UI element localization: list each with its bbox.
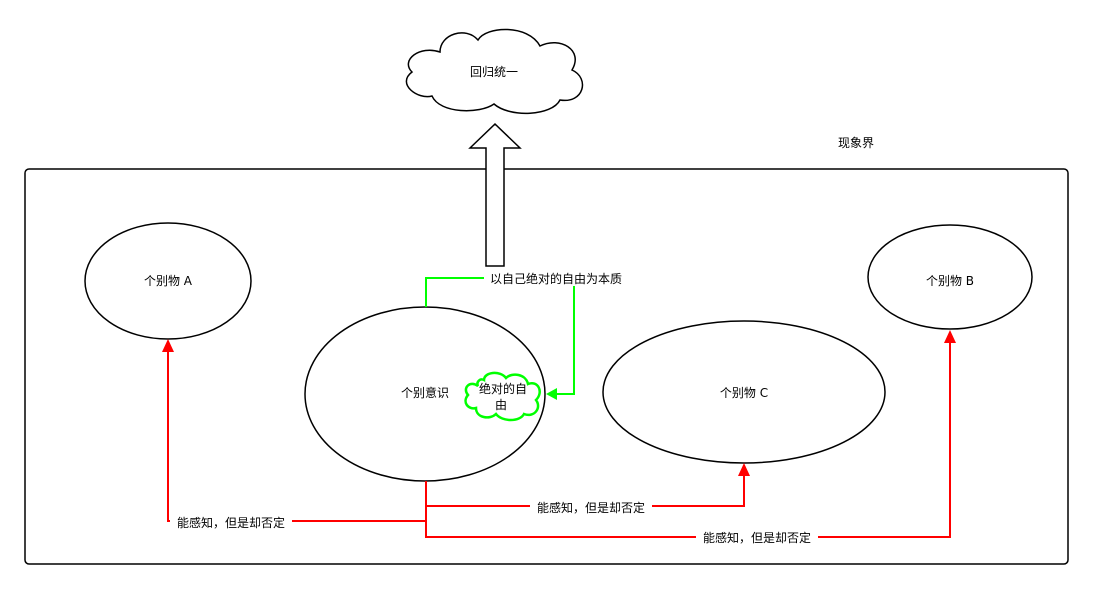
red-edge-to-b[interactable]	[425, 342, 951, 538]
red-edge-to-c-label: 能感知，但是却否定	[537, 500, 645, 515]
red-edge-to-a[interactable]	[167, 348, 427, 522]
node-individual-b-label: 个别物 B	[926, 274, 974, 288]
red-edge-to-b-arrowhead	[944, 330, 956, 343]
unity-cloud-label: 回归统一	[470, 65, 518, 79]
phenomenal-world-frame[interactable]	[24, 168, 1069, 565]
node-individual-c-label: 个别物 C	[720, 386, 768, 400]
absolute-freedom-label-line1: 绝对的自	[479, 381, 527, 396]
green-essence-label-bg	[484, 270, 634, 286]
red-edge-to-b-label-bg	[696, 530, 818, 546]
red-edge-to-b-label: 能感知，但是却否定	[703, 530, 811, 545]
green-essence-arrowhead	[546, 388, 557, 400]
red-edge-to-c-arrowhead	[738, 463, 750, 476]
phenomenal-world-label: 现象界	[838, 136, 874, 150]
red-edge-to-a-label-bg	[170, 514, 292, 530]
absolute-freedom-label-line2: 由	[495, 398, 507, 412]
red-edge-to-a-label: 能感知，但是却否定	[177, 515, 285, 530]
unity-cloud-shape[interactable]	[405, 28, 584, 114]
red-edge-to-c-label-bg	[530, 499, 652, 515]
green-essence-label: 以自己绝对的自由为本质	[490, 271, 622, 286]
node-individual-a-label: 个别物 A	[144, 274, 193, 288]
node-individual-consciousness-label: 个别意识	[401, 385, 449, 400]
absolute-freedom-cloud-shape[interactable]	[464, 371, 541, 422]
red-edge-to-a-arrowhead	[162, 339, 174, 352]
node-individual-b[interactable]	[867, 224, 1033, 330]
return-to-unity-arrow[interactable]	[468, 122, 522, 267]
